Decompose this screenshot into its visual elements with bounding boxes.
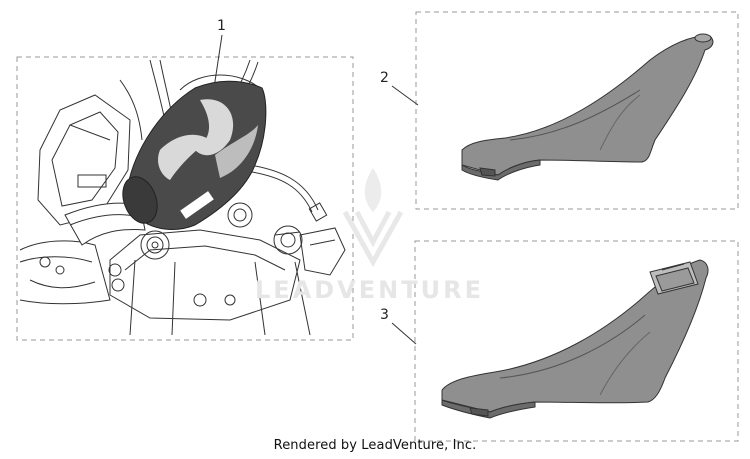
frame-item-3 xyxy=(414,240,739,442)
watermark-text: LEADVENTURE xyxy=(255,276,484,304)
callout-2: 2 xyxy=(380,70,389,86)
callout-3: 3 xyxy=(380,307,389,323)
handlebar-pad xyxy=(122,80,267,230)
leader-line-3 xyxy=(391,322,417,345)
callout-1: 1 xyxy=(217,18,226,34)
leader-line-1 xyxy=(213,34,223,89)
footer-credit: Rendered by LeadVenture, Inc. xyxy=(273,438,477,453)
seat-cover-2 xyxy=(461,33,714,181)
seat-cover-3 xyxy=(441,259,709,419)
frame-item-1 xyxy=(16,56,354,341)
watermark-logo xyxy=(342,168,404,268)
leader-line-2 xyxy=(391,85,419,106)
frame-item-2 xyxy=(415,11,739,210)
